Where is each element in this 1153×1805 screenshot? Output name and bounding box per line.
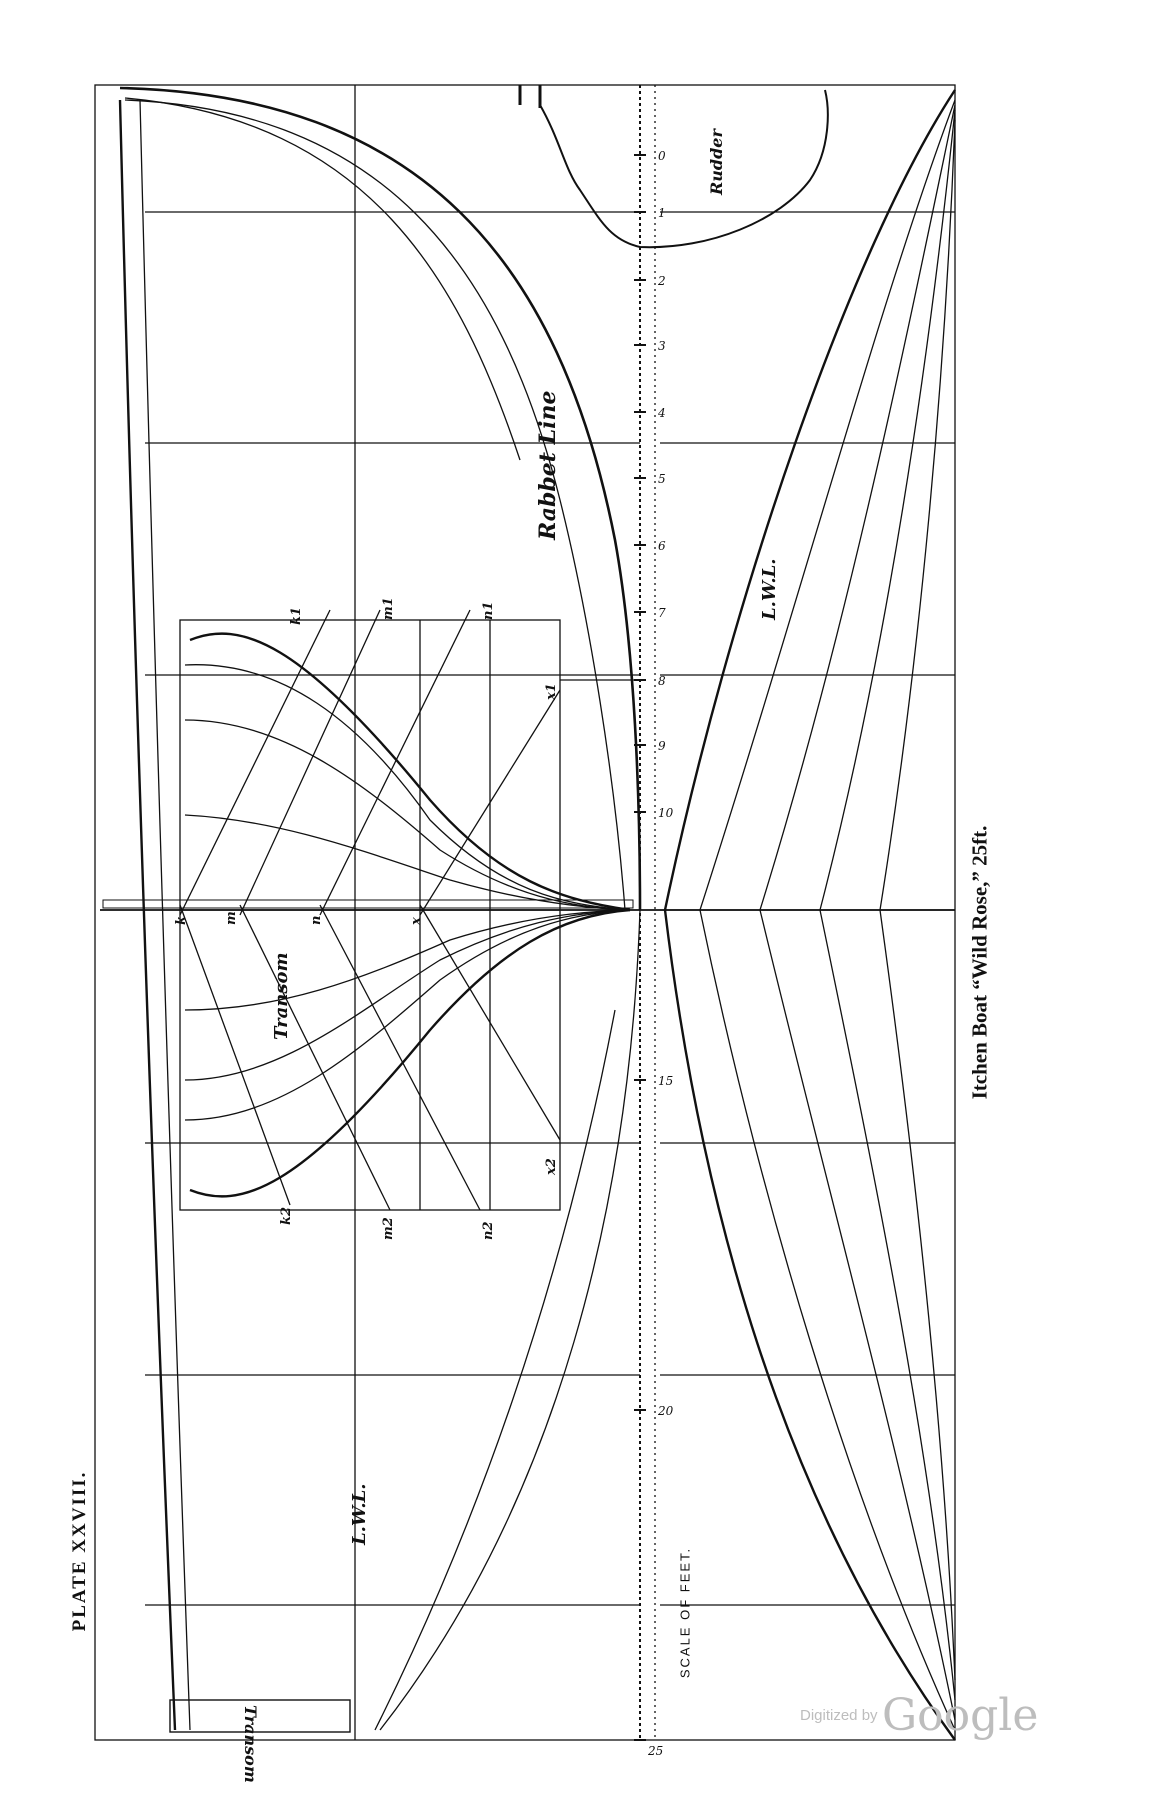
digitized-watermark: Digitized by Google	[800, 1690, 1038, 1741]
section-label-k2: k2	[279, 1207, 294, 1225]
scale-tick-15: 15	[658, 1074, 673, 1088]
section-label-m1: m1	[381, 597, 396, 620]
scale-of-feet: 0 1 2 3 4 5 6 7 8 9 10 15 20 25	[634, 149, 674, 1758]
scale-tick-9: 9	[658, 739, 666, 753]
scale-tick-5: 5	[658, 472, 666, 486]
drawing-frame	[94, 84, 956, 1741]
section-label-n2: n2	[481, 1222, 496, 1241]
section-label-x2: x2	[544, 1158, 559, 1176]
transom-label-body: Transom	[271, 952, 292, 1040]
lwl-label-profile: L.W.L.	[349, 1483, 370, 1546]
section-label-x1: x1	[544, 683, 559, 701]
scale-tick-8: 8	[658, 674, 666, 688]
scale-tick-7: 7	[658, 606, 666, 620]
section-label-n1: n1	[481, 602, 496, 621]
scale-tick-2: 2	[657, 274, 666, 288]
scale-tick-0: 0	[658, 149, 666, 163]
section-label-m: m	[224, 911, 239, 925]
scale-tick-6: 6	[658, 539, 666, 553]
section-label-m2: m2	[381, 1217, 396, 1240]
scale-tick-3: 3	[658, 339, 666, 353]
google-logo: Google	[882, 1690, 1039, 1741]
section-label-k1: k1	[289, 607, 304, 625]
watermark-prefix: Digitized by	[800, 1707, 878, 1724]
scale-label: SCALE OF FEET.	[677, 1546, 693, 1679]
rabbet-line-label: Rabbet Line	[535, 391, 561, 541]
plate-caption: Itchen Boat “Wild Rose,” 25ft.	[967, 825, 992, 1100]
scale-tick-1: 1	[658, 206, 666, 220]
sheer-line	[118, 99, 177, 1731]
stem-profile	[119, 86, 642, 911]
section-label-n: n	[309, 916, 324, 925]
scale-tick-20: 20	[657, 1404, 674, 1418]
section-label-x: x	[409, 917, 424, 926]
scale-tick-25: 25	[647, 1744, 663, 1758]
rudder-outline	[539, 89, 829, 249]
rudder-label: Rudder	[707, 128, 726, 196]
plate-title: PLATE XXVIII.	[69, 1470, 90, 1632]
lwl-label-plan: L.W.L.	[759, 558, 780, 621]
section-label-k: k	[174, 916, 189, 925]
scale-tick-10: 10	[658, 806, 674, 820]
transom-label-stern: Transom	[241, 1705, 260, 1783]
scale-tick-4: 4	[657, 406, 666, 420]
